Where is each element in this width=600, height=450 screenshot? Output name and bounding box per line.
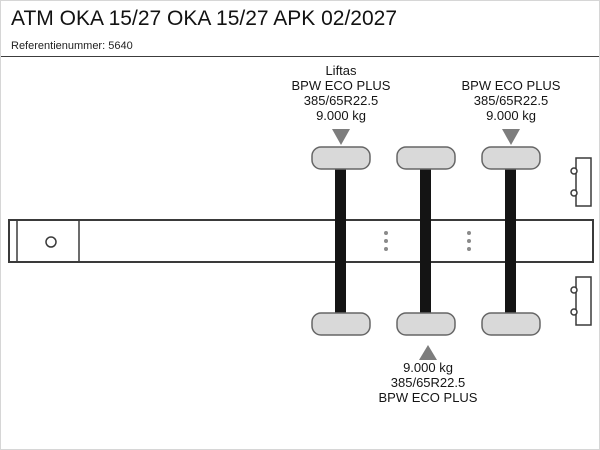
reference-label: Referentienummer: [11,40,106,52]
rear-bracket-bottom [570,276,592,326]
reference-number: Referentienummer: 5640 [11,40,133,52]
axle-brand: BPW ECO PLUS [461,78,561,93]
rear-bracket-top [570,157,592,207]
tire [396,312,456,336]
arrow-up-icon [419,345,437,360]
tire-size: 385/65R22.5 [390,375,466,390]
arrow-down-icon [502,129,520,145]
axle-rear [481,146,541,336]
tire-size: 385/65R22.5 [303,93,379,108]
axle-load: 9.000 kg [486,108,536,123]
front-axle-label: Liftas BPW ECO PLUS 385/65R22.5 9.000 kg [261,63,421,123]
tire [481,312,541,336]
axle-load: 9.000 kg [316,108,366,123]
tire [311,146,371,170]
reference-value: 5640 [108,40,133,52]
chassis-frame [8,219,594,263]
lift-axle-tag: Liftas [325,63,357,78]
kingpin-hole [45,236,57,248]
header-divider [1,56,599,57]
axle-brand: BPW ECO PLUS [291,78,391,93]
tire [396,146,456,170]
page-title: ATM OKA 15/27 OKA 15/27 APK 02/2027 [11,7,398,30]
axle-lift [311,146,371,336]
tire [481,146,541,170]
axle-middle [396,146,456,336]
middle-axle-label: 9.000 kg 385/65R22.5 BPW ECO PLUS [348,360,508,405]
arrow-down-icon [332,129,350,145]
tire-size: 385/65R22.5 [473,93,549,108]
tire [311,312,371,336]
axle-load: 9.000 kg [403,360,453,375]
frame-bolt-dots [384,231,471,251]
rear-axle-label: BPW ECO PLUS 385/65R22.5 9.000 kg [431,78,591,123]
axle-brand: BPW ECO PLUS [378,390,478,405]
